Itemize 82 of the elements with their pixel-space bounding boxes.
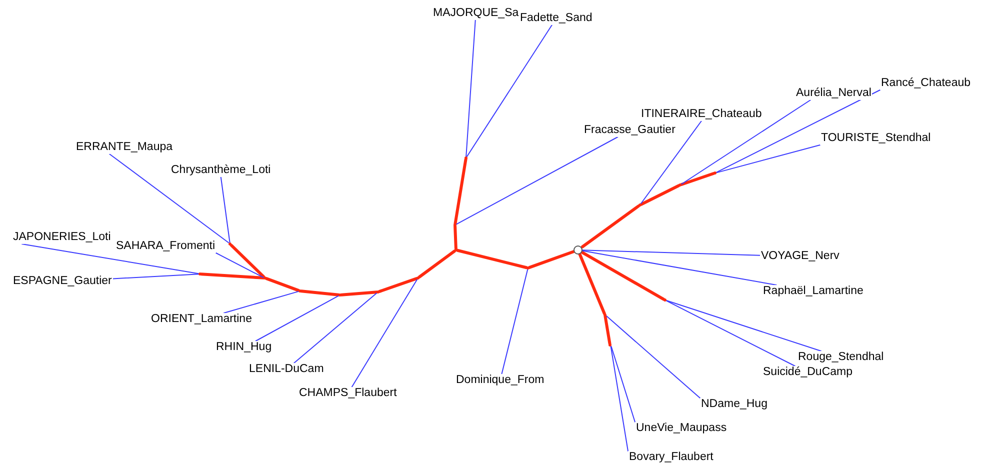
tree-branch xyxy=(681,100,811,185)
tree-branch xyxy=(454,158,468,225)
branch-point xyxy=(638,204,642,206)
leaf-label: ESPAGNE_Gautier xyxy=(12,275,113,288)
leaf-label: UneVie_Maupass xyxy=(635,422,728,435)
tree-branch xyxy=(680,172,715,186)
tree-branch xyxy=(21,244,199,274)
tree-branch xyxy=(466,20,476,157)
leaf-label: CHAMPS_Flaubert xyxy=(298,387,398,400)
branch-point xyxy=(664,298,666,302)
tree-branch xyxy=(351,279,418,388)
tree-branch xyxy=(112,274,199,280)
branch-point xyxy=(264,276,266,280)
branch-point xyxy=(714,172,716,174)
tree-branch xyxy=(200,272,265,280)
branch-point xyxy=(228,242,232,246)
leaf-label: ERRANTE_Maupa xyxy=(75,141,174,154)
branch-point xyxy=(376,290,380,294)
branch-point xyxy=(198,272,202,276)
branch-point xyxy=(678,184,682,186)
leaf-label: TOURISTE_Stendhal xyxy=(820,132,932,145)
leaf-label: SAHARA_Fromenti xyxy=(115,240,216,253)
leaf-label: Aurélia_Nerval xyxy=(795,87,872,100)
tree-branch xyxy=(716,90,880,173)
leaf-label: Raphaël_Lamartine xyxy=(762,285,864,298)
tree-branch xyxy=(466,24,552,157)
tree-branch xyxy=(610,346,628,452)
tree-branch xyxy=(300,290,340,296)
tree-branch xyxy=(666,300,822,352)
tree-branch xyxy=(340,290,378,296)
tree-branch xyxy=(216,252,264,278)
leaf-label: RHIN_Hug xyxy=(215,341,273,354)
tree-branch xyxy=(378,277,418,293)
leaf-label: Rouge_Stendhal xyxy=(797,351,885,364)
leaf-label: VOYAGE_Nerv xyxy=(760,250,840,263)
tree-branch xyxy=(578,253,606,315)
leaf-label: Bovary_Flaubert xyxy=(628,451,714,464)
tree-branch xyxy=(230,244,265,278)
tree-branch xyxy=(265,277,300,292)
leaf-label: Fracasse_Gautier xyxy=(583,124,676,137)
leaf-label: ORIENT_Lamartine xyxy=(150,313,253,326)
tree-branch xyxy=(108,154,229,244)
leaf-label: Rancé_Chateaub xyxy=(880,77,972,90)
leaf-label: ITINERAIRE_Chateaub xyxy=(640,108,763,121)
leaf-label: Suicidé_DuCamp xyxy=(762,366,854,379)
branch-point xyxy=(526,266,530,270)
tree-branch xyxy=(582,250,777,286)
root-circle xyxy=(574,246,582,254)
branch-point xyxy=(298,290,302,292)
tree-branch xyxy=(418,250,456,278)
leaf-label: Dominique_From xyxy=(455,374,546,387)
tree-branch xyxy=(716,144,820,174)
leaf-label: Chrysanthème_Loti xyxy=(170,164,272,177)
leaf-label: MAJORQUE_Sa xyxy=(432,7,520,20)
tree-branch xyxy=(223,290,299,314)
branch-point xyxy=(604,314,606,316)
tree-branch xyxy=(640,184,680,206)
tree-branch xyxy=(528,250,575,269)
branch-point xyxy=(416,276,420,280)
leaf-label: JAPONERIES_Loti xyxy=(12,231,112,244)
tree-branch xyxy=(581,251,665,301)
tree-branch xyxy=(255,295,339,342)
tree-branch xyxy=(610,346,636,422)
branch-point xyxy=(338,294,342,296)
branch-point xyxy=(464,156,468,160)
tree-branch xyxy=(456,248,528,270)
tree-branch xyxy=(582,250,760,256)
tree-branch xyxy=(604,315,612,345)
tree-branch xyxy=(640,120,702,204)
leaf-label: Fadette_Sand xyxy=(519,12,594,25)
branch-point xyxy=(454,248,458,252)
tree-branch xyxy=(501,269,528,374)
tree-branch xyxy=(454,225,458,250)
tree-branch xyxy=(666,300,796,366)
leaf-label: NDame_Hug xyxy=(700,398,768,411)
tree-branch xyxy=(456,136,618,225)
tree-branch xyxy=(294,292,377,364)
branch-point xyxy=(608,344,612,346)
tree-branch xyxy=(220,176,230,243)
branch-point xyxy=(454,224,456,226)
tree-branch xyxy=(581,204,640,248)
tree-branch xyxy=(606,316,700,398)
